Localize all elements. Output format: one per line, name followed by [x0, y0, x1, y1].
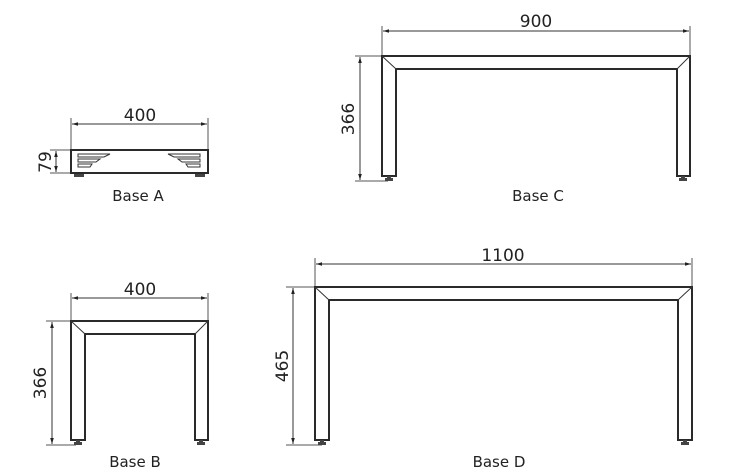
base-d-label: Base D — [473, 453, 526, 471]
base-c-foot-left — [385, 176, 393, 181]
base-c-width-value: 900 — [520, 12, 552, 32]
base-b-frame — [70, 320, 209, 441]
base-a-foot-left — [74, 174, 84, 177]
base-d-foot-left — [318, 440, 326, 445]
base-d-drawing: 1100 465 Base D — [273, 246, 693, 471]
base-a-label: Base A — [112, 187, 164, 205]
base-b-foot-left — [74, 440, 82, 445]
base-a-body — [70, 149, 209, 174]
base-d-frame — [314, 286, 693, 441]
base-b-label: Base B — [109, 453, 161, 471]
base-c-frame — [381, 55, 691, 177]
base-b-height-value: 366 — [31, 367, 51, 399]
base-c-drawing: 900 366 Base C — [339, 12, 691, 205]
base-b-foot-right — [197, 440, 205, 445]
base-b-drawing: 400 366 Base B — [31, 280, 209, 471]
base-a-foot-right — [195, 174, 205, 177]
base-b-width-value: 400 — [124, 280, 156, 300]
base-d-foot-right — [681, 440, 689, 445]
base-c-foot-right — [679, 176, 687, 181]
base-a-height-value: 79 — [36, 151, 56, 173]
base-c-height-value: 366 — [339, 103, 359, 135]
base-d-width-value: 1100 — [481, 246, 524, 266]
base-a-width-value: 400 — [124, 106, 156, 126]
base-c-label: Base C — [512, 187, 564, 205]
base-a-vent-right-icon — [167, 153, 201, 168]
base-a-vent-left-icon — [77, 153, 111, 168]
base-a-drawing: 400 79 Base A — [36, 106, 209, 205]
base-d-height-value: 465 — [273, 350, 293, 382]
